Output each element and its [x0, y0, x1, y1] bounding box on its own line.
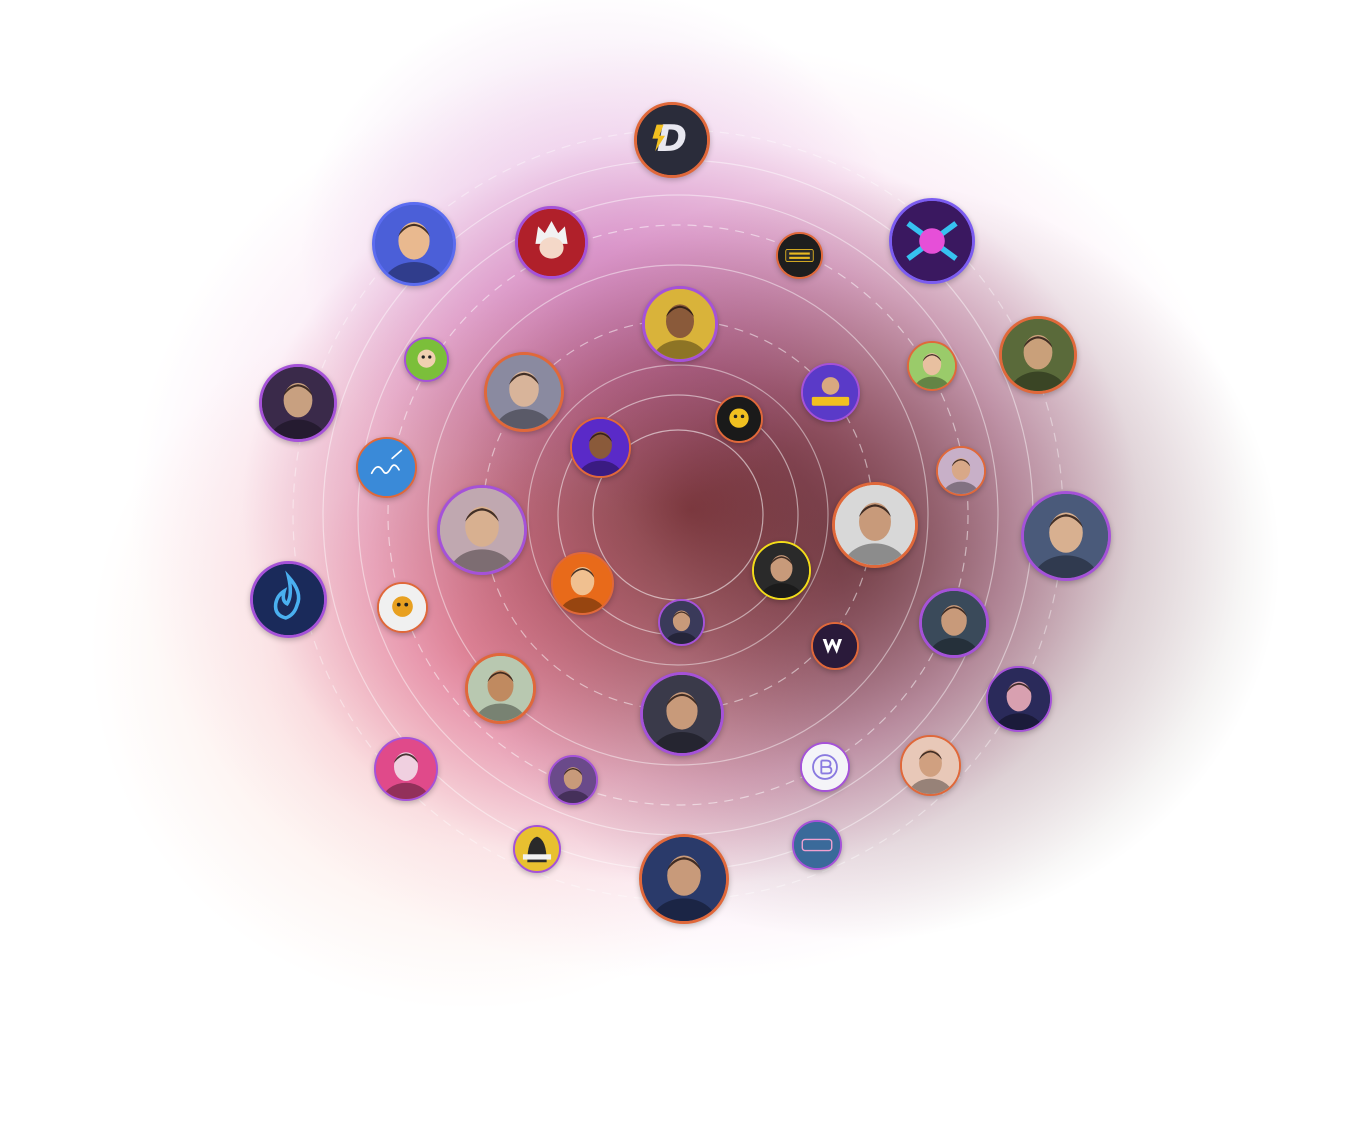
avatar-d-logo[interactable]: D [634, 102, 710, 178]
face-icon [487, 355, 561, 429]
hooded-character-icon [515, 827, 559, 871]
avatar-man-with-kid[interactable] [936, 446, 986, 496]
cartoon-icon [717, 397, 761, 441]
face-icon [902, 737, 959, 794]
neon-logo-icon [892, 201, 972, 281]
face-icon [553, 554, 612, 613]
franlis-logo-icon [803, 365, 858, 420]
avatar-man-kid-green[interactable] [907, 341, 957, 391]
avatar-man-dark-hair[interactable] [484, 352, 564, 432]
avatar-woman-neon-dark[interactable] [986, 666, 1052, 732]
avatar-blue-flame-logo[interactable] [250, 561, 327, 638]
face-icon [754, 543, 809, 598]
b-logo-icon [802, 744, 848, 790]
avatar-bald-man-purple[interactable] [372, 202, 456, 286]
cartoon-icon [406, 339, 447, 380]
face-icon [660, 601, 703, 644]
avatar-cartoon-duo[interactable] [404, 337, 449, 382]
d-logo-icon: D [637, 105, 707, 175]
orbit-ring [427, 264, 929, 766]
orbit-ring [527, 364, 829, 666]
face-icon [835, 485, 915, 565]
avatar-old-man-sunglasses[interactable] [640, 672, 724, 756]
avatar-pink-hair-girl[interactable] [374, 737, 438, 801]
avatar-man-suit-city[interactable] [1021, 491, 1111, 581]
avatar-man-yellow-bg[interactable] [642, 286, 718, 362]
avatar-franlis[interactable] [801, 363, 860, 422]
anime-character-icon [518, 209, 585, 276]
avatar-hooded-gamer[interactable] [513, 825, 561, 873]
crypto-badge-icon [778, 234, 821, 277]
avatar-yellow-cartoon[interactable] [715, 395, 763, 443]
face-icon [645, 289, 715, 359]
face-icon [642, 837, 726, 921]
cartoon-icon [379, 584, 426, 631]
flame-logo-icon [253, 564, 324, 635]
face-icon [988, 668, 1050, 730]
avatar-cartoon-bear[interactable] [377, 582, 428, 633]
avatar-nft-logo[interactable] [792, 820, 842, 870]
face-icon [550, 757, 596, 803]
face-icon [922, 591, 986, 655]
w-logo-icon [813, 624, 857, 668]
avatar-man-gray-beard[interactable] [832, 482, 918, 568]
avatar-man-small-center[interactable] [658, 599, 705, 646]
avatar-crypto-crypto[interactable] [776, 232, 823, 279]
face-icon [1024, 494, 1108, 578]
orbit-ring-dashed [387, 224, 969, 806]
avatar-man-money[interactable] [465, 653, 536, 724]
avatar-signature-blue[interactable] [356, 437, 417, 498]
avatar-man-purple-bg[interactable] [570, 417, 631, 478]
avatar-man-yellow-ring[interactable] [752, 541, 811, 600]
face-icon [643, 675, 721, 753]
avatar-man-studio[interactable] [919, 588, 989, 658]
avatar-man-salute[interactable] [639, 834, 729, 924]
face-icon [262, 367, 334, 439]
avatar-woman-smile[interactable] [900, 735, 961, 796]
face-icon [909, 343, 955, 389]
face-icon [938, 448, 984, 494]
avatar-white-hair-anime[interactable] [515, 206, 588, 279]
face-icon [1002, 319, 1074, 391]
face-icon [572, 419, 629, 476]
avatar-man-small-dark[interactable] [548, 755, 598, 805]
avatar-b-logo[interactable] [800, 742, 850, 792]
face-icon [376, 739, 436, 799]
avatar-w-logo[interactable] [811, 622, 859, 670]
signature-logo-icon [358, 439, 415, 496]
face-icon [375, 205, 453, 283]
avatar-man-sunglasses-selfie[interactable] [437, 485, 527, 575]
avatar-man-outdoor[interactable] [999, 316, 1077, 394]
avatar-man-fire-bg[interactable] [551, 552, 614, 615]
avatar-neon-logo[interactable] [889, 198, 975, 284]
face-icon [468, 656, 533, 721]
nft-logo-icon [794, 822, 840, 868]
face-icon [440, 488, 524, 572]
avatar-mandarin[interactable] [259, 364, 337, 442]
